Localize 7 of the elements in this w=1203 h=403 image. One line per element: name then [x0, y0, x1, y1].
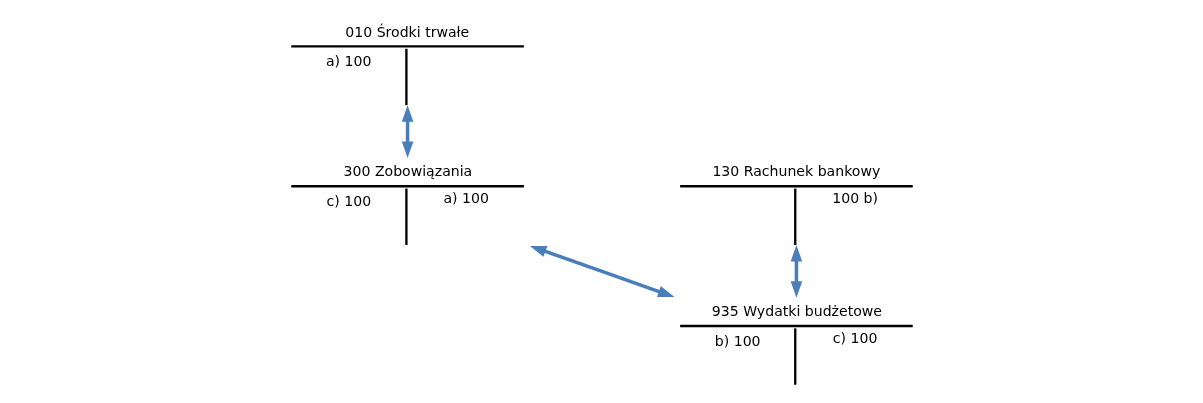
- arrow: [529, 245, 674, 298]
- node-text: 300 Zobowiązania c) 100 a) 100: [326, 163, 489, 209]
- node-text: 130 Rachunek bankowy 100 b): [711, 163, 880, 207]
- arrow: [790, 245, 802, 298]
- node-text: 010 Środki trwałe a) 100: [325, 23, 469, 69]
- node-text: 935 Wydatki budżetowe b) 100 c) 100: [711, 303, 882, 349]
- arrow: [401, 105, 413, 159]
